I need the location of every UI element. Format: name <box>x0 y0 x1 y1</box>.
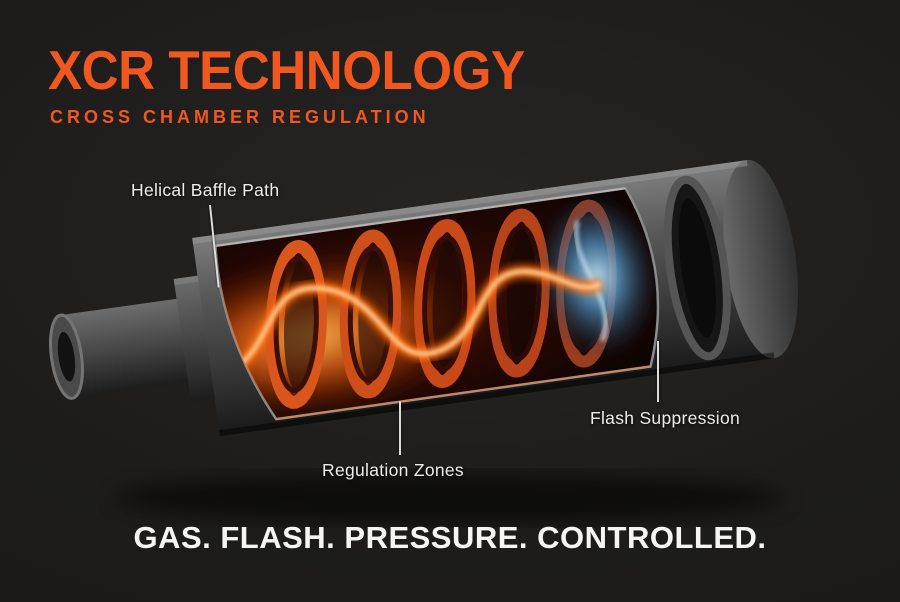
suppressor-cutaway-graphic <box>49 159 799 523</box>
leader-line-flash-suppression <box>657 341 659 402</box>
tagline: GAS. FLASH. PRESSURE. CONTROLLED. <box>133 520 767 555</box>
gas-flame-path <box>214 265 604 384</box>
muzzle-tube <box>49 275 219 402</box>
end-cap-inner-cup <box>663 175 731 361</box>
callout-helical-baffle-path: Helical Baffle Path <box>131 180 280 200</box>
callout-flash-suppression: Flash Suppression <box>590 408 741 428</box>
end-cap <box>723 159 799 359</box>
flash-suppression-glow <box>534 192 660 360</box>
page-subtitle: CROSS CHAMBER REGULATION <box>50 107 430 127</box>
page-title: XCR TECHNOLOGY <box>48 39 525 101</box>
cut-rim-highlight <box>215 187 626 247</box>
ground-shadow <box>115 473 785 523</box>
leader-line-regulation-zones <box>399 401 401 455</box>
callout-regulation-zones: Regulation Zones <box>322 460 464 480</box>
